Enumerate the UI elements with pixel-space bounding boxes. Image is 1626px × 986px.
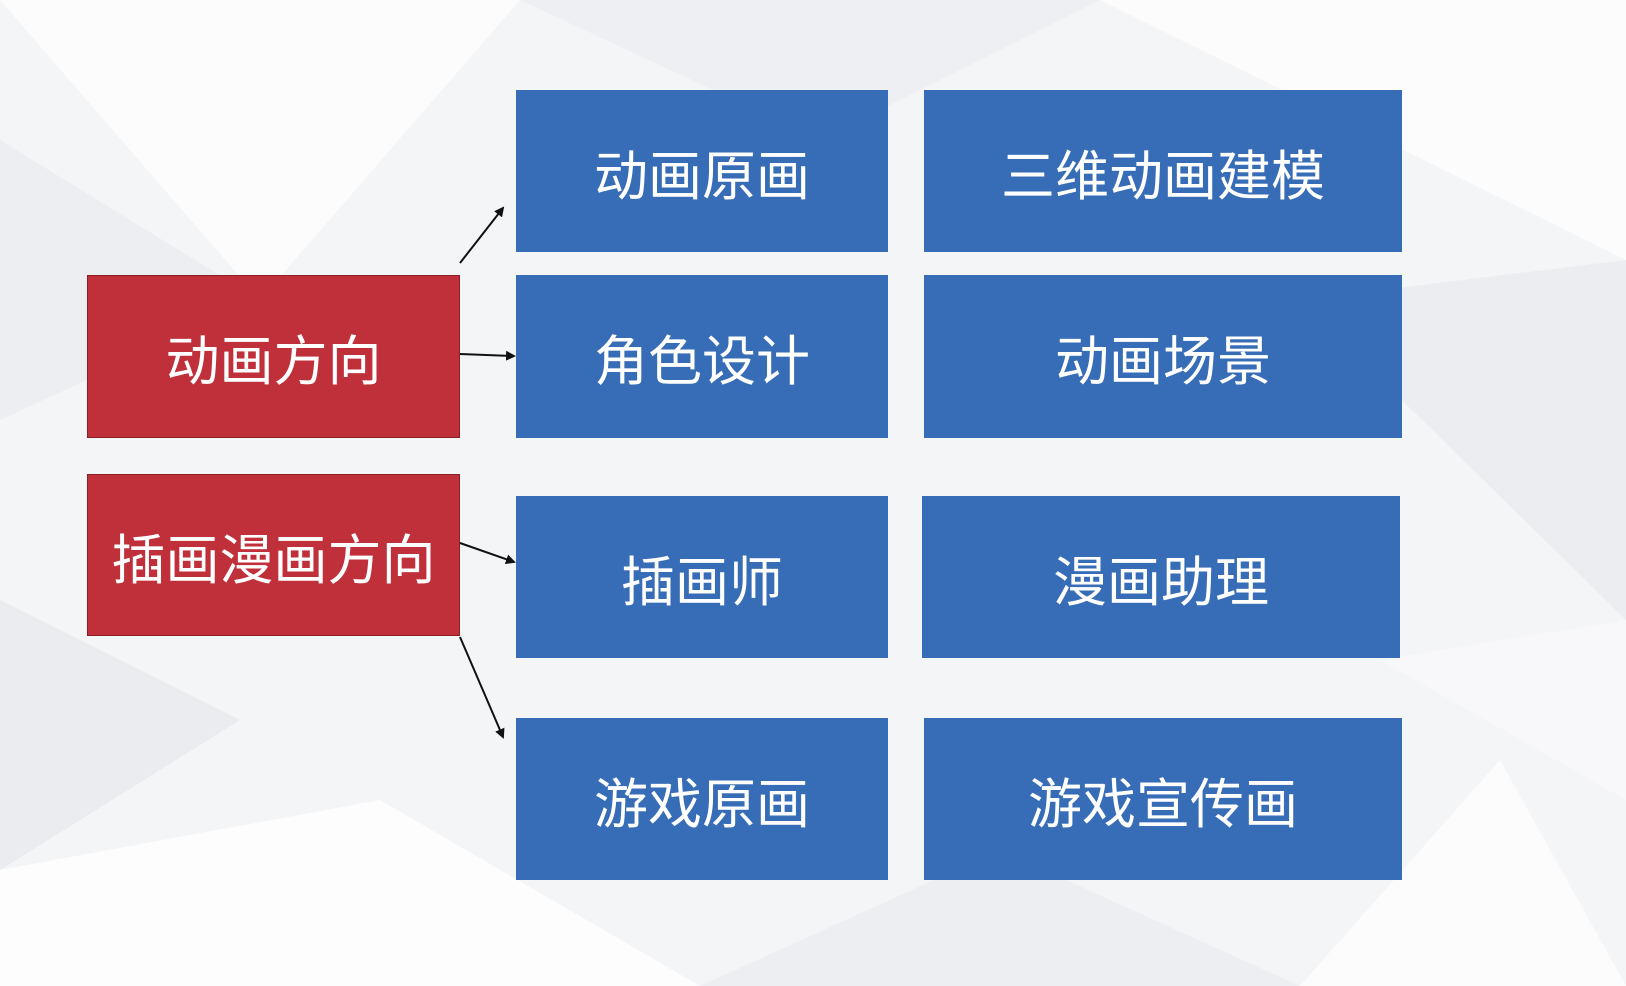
role-manga-assistant-label: 漫画助理 <box>1053 550 1269 614</box>
role-animation-scene-box: 动画场景 <box>924 275 1402 438</box>
role-character-design-label: 角色设计 <box>594 330 810 393</box>
role-illustrator-label: 插画师 <box>621 550 783 614</box>
role-key-animation-label: 动画原画 <box>594 144 810 208</box>
role-character-design-box: 角色设计 <box>516 275 888 438</box>
role-illustrator-box: 插画师 <box>516 496 888 658</box>
category-illustration-label: 插画漫画方向 <box>111 528 436 592</box>
category-animation-box: 动画方向 <box>87 275 460 438</box>
role-3d-modeling-box: 三维动画建模 <box>924 90 1402 252</box>
role-game-concept-art-box: 游戏原画 <box>516 718 888 880</box>
role-game-promo-art-label: 游戏宣传画 <box>1028 772 1298 836</box>
category-illustration-box: 插画漫画方向 <box>87 474 460 636</box>
role-game-concept-art-label: 游戏原画 <box>594 772 810 836</box>
category-animation-label: 动画方向 <box>165 330 382 393</box>
role-manga-assistant-box: 漫画助理 <box>922 496 1400 658</box>
role-3d-modeling-label: 三维动画建模 <box>1001 144 1325 208</box>
role-key-animation-box: 动画原画 <box>516 90 888 252</box>
role-animation-scene-label: 动画场景 <box>1055 330 1271 393</box>
role-game-promo-art-box: 游戏宣传画 <box>924 718 1402 880</box>
